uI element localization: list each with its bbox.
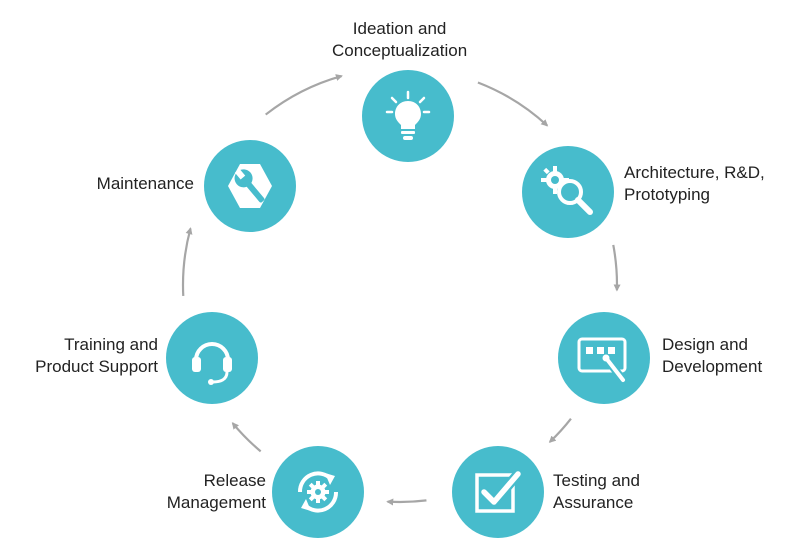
flow-arrow [477, 81, 549, 127]
gear-refresh-icon [297, 471, 339, 513]
lightbulb-icon [385, 90, 431, 140]
headset-icon [192, 342, 232, 385]
step-architecture[interactable] [522, 146, 614, 238]
step-release[interactable] [272, 446, 364, 538]
label-testing-line-2: Assurance [553, 493, 634, 512]
flow-arrow [548, 417, 572, 443]
label-maintenance-line-1: Maintenance [96, 174, 194, 193]
step-maintenance[interactable] [204, 140, 296, 232]
step-ideation[interactable] [362, 70, 454, 162]
label-design: Design and Development [662, 334, 762, 378]
label-ideation-line-1: Ideation and [352, 19, 447, 38]
label-maintenance: Maintenance [97, 173, 194, 195]
label-testing-line-1: Testing and [553, 471, 640, 490]
label-ideation: Ideation and Conceptualization [332, 18, 467, 62]
label-ideation-line-2: Conceptualization [332, 41, 468, 60]
tablet-brush-icon [577, 337, 627, 384]
label-design-line-2: Development [662, 357, 763, 376]
flow-arrow [181, 227, 193, 296]
label-testing: Testing and Assurance [553, 470, 640, 514]
wrench-hexagon-icon [228, 164, 272, 208]
label-architecture-line-1: Architecture, R&D, [624, 163, 765, 182]
label-release-line-2: Management [166, 493, 266, 512]
flow-arrow [265, 74, 343, 116]
label-training-line-1: Training and [64, 335, 158, 354]
label-training: Training and Product Support [35, 334, 158, 378]
label-design-line-1: Design and [662, 335, 749, 354]
label-release: Release Management [167, 470, 266, 514]
checkbox-icon [475, 469, 523, 513]
step-design[interactable] [558, 312, 650, 404]
label-architecture: Architecture, R&D, Prototyping [624, 162, 765, 206]
label-architecture-line-2: Prototyping [624, 185, 710, 204]
step-training[interactable] [166, 312, 258, 404]
flow-arrow [231, 422, 262, 453]
label-training-line-2: Product Support [35, 357, 158, 376]
label-release-line-1: Release [203, 471, 266, 490]
step-testing[interactable] [452, 446, 544, 538]
flow-arrow [612, 244, 621, 292]
flow-arrow [386, 498, 427, 506]
gear-magnifier-icon [541, 166, 593, 215]
